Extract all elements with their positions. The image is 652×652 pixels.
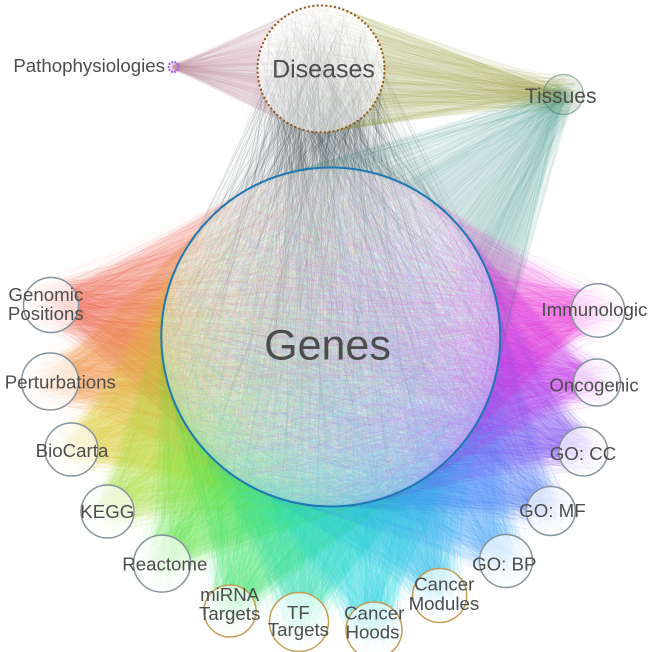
svg-text:BioCarta: BioCarta [36,440,109,461]
svg-text:Pathophysiologies: Pathophysiologies [13,55,165,76]
svg-text:Perturbations: Perturbations [5,372,116,393]
svg-text:Oncogenic: Oncogenic [549,375,638,396]
svg-text:Targets: Targets [268,619,329,640]
svg-text:Tissues: Tissues [525,85,597,108]
svg-text:GO: CC: GO: CC [550,443,616,464]
svg-text:TF: TF [287,602,310,623]
svg-text:Immunologic: Immunologic [541,299,647,320]
svg-text:Diseases: Diseases [272,56,375,84]
svg-text:GO: BP: GO: BP [472,553,536,574]
svg-text:Cancer: Cancer [414,574,474,595]
svg-text:Genomic: Genomic [8,284,83,305]
svg-text:Genes: Genes [264,322,391,370]
svg-text:KEGG: KEGG [80,501,134,522]
svg-text:Targets: Targets [199,603,260,624]
svg-text:miRNA: miRNA [200,584,260,605]
svg-text:Modules: Modules [409,593,480,614]
svg-text:GO: MF: GO: MF [519,500,585,521]
svg-text:Reactome: Reactome [122,554,207,575]
svg-text:Positions: Positions [8,303,84,324]
svg-text:Cancer: Cancer [344,602,404,623]
svg-text:Hoods: Hoods [345,622,399,643]
